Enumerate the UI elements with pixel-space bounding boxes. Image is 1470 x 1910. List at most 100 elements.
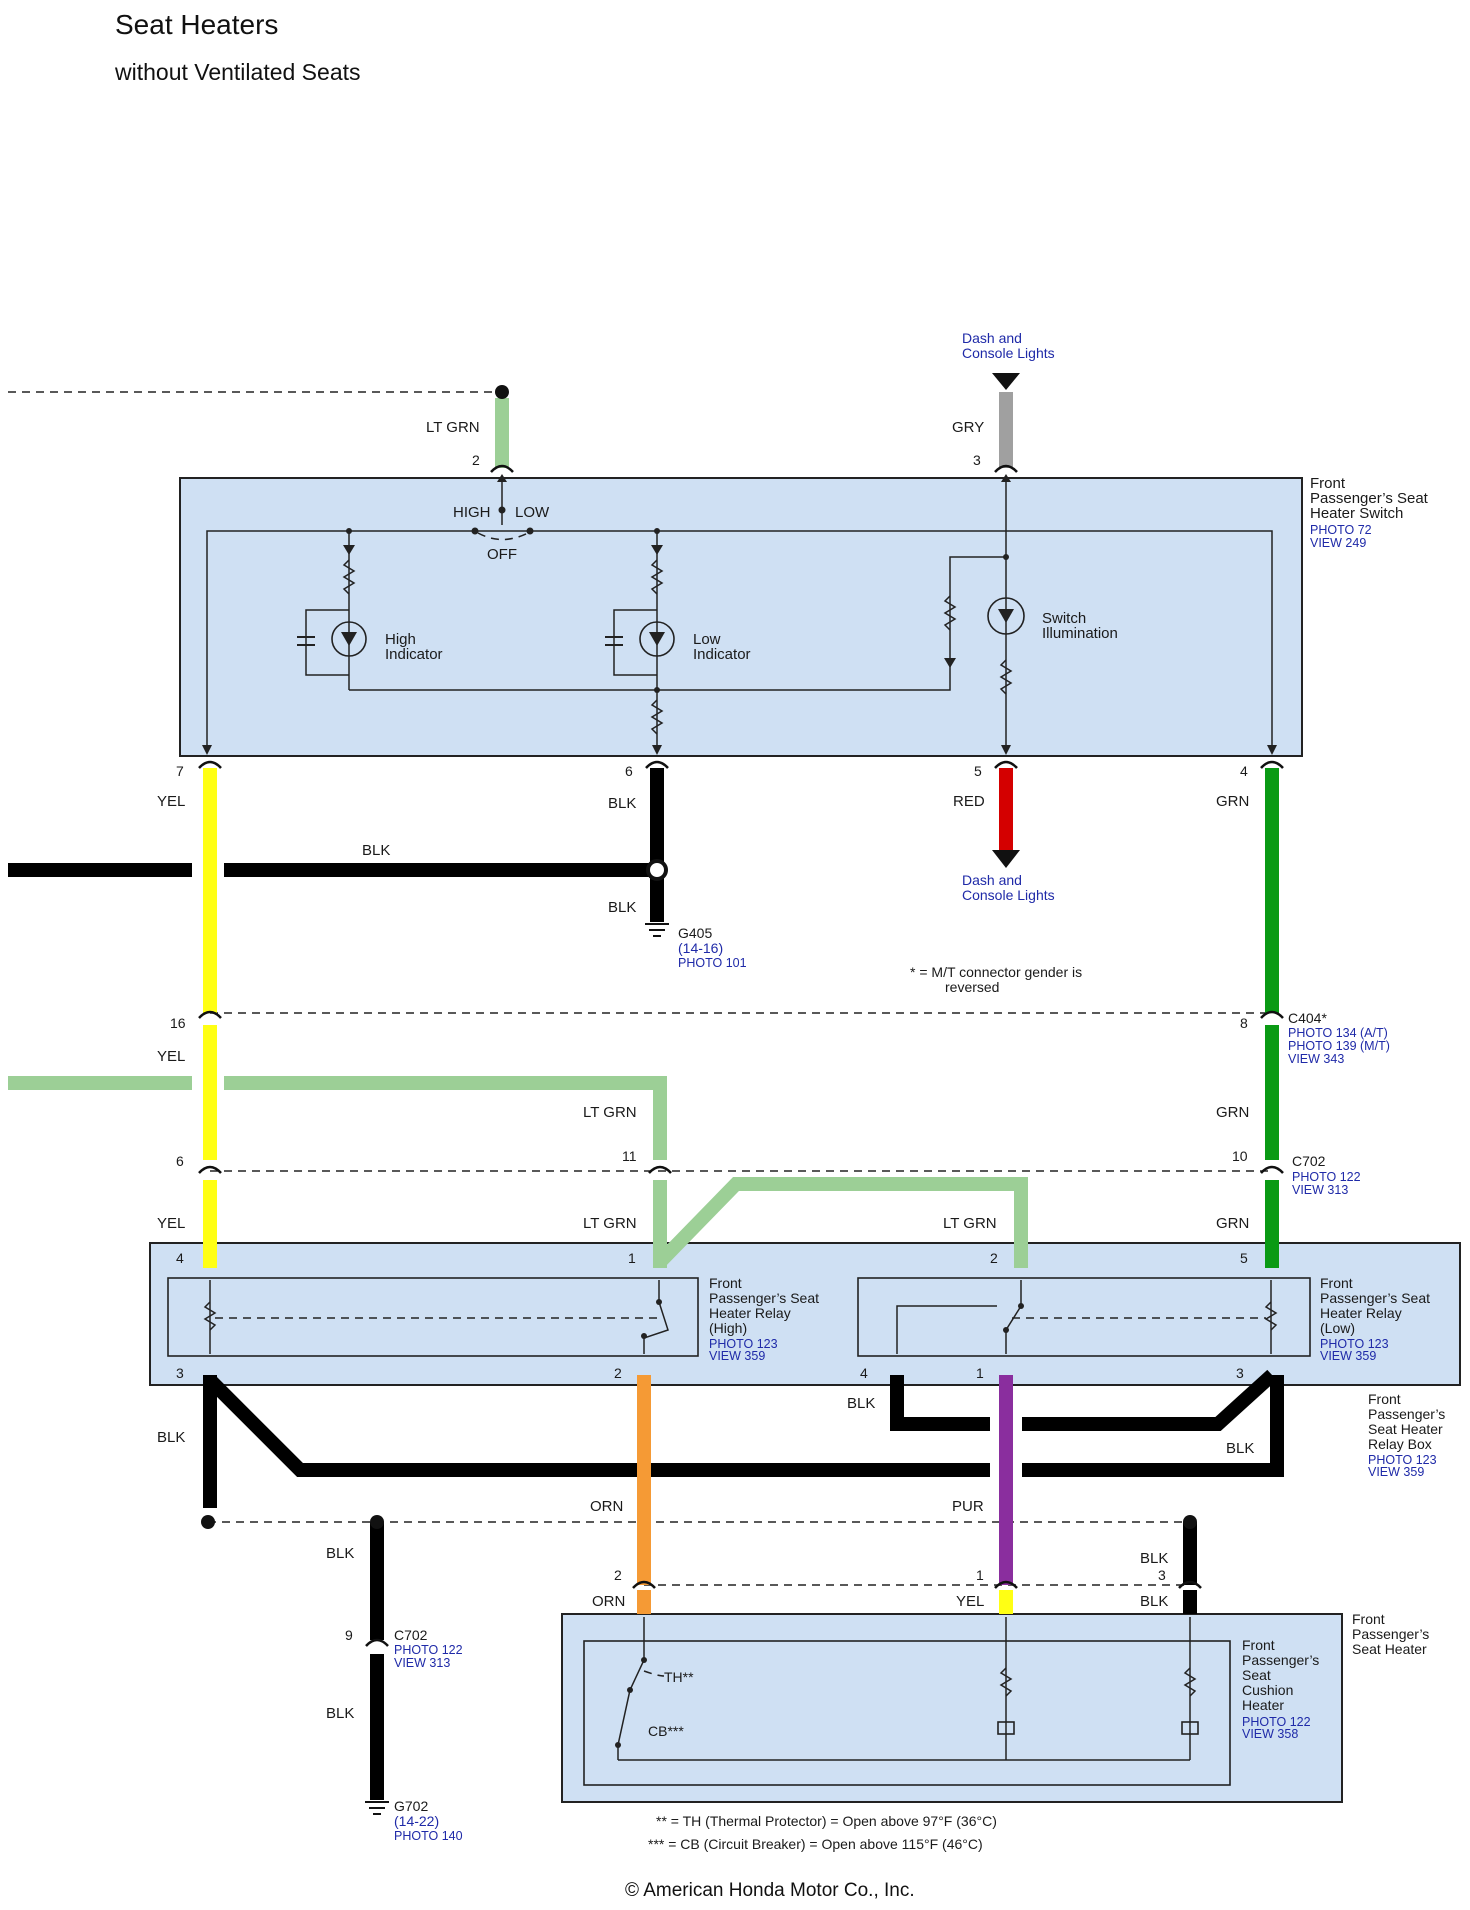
- wire-blk-c702-bot: BLK: [326, 1705, 354, 1722]
- cushion-heater-inner: [583, 1640, 1231, 1786]
- dashed-splices: [8, 391, 1272, 1586]
- pin-c702-11: 11: [622, 1148, 637, 1164]
- pin-sw7: 7: [176, 763, 184, 779]
- switch-internals: [202, 474, 1277, 755]
- pin-sh3: 3: [1158, 1567, 1166, 1583]
- switch-illumination-label: Switch Illumination: [1042, 610, 1118, 642]
- wire-blk-heater-a: BLK: [1140, 1550, 1168, 1567]
- pin-c404-16: 16: [170, 1015, 186, 1031]
- page-subtitle: without Ventilated Seats: [114, 59, 361, 85]
- relay-low-photo: PHOTO 123 VIEW 359: [1320, 1337, 1392, 1363]
- wire-blk-sw6: BLK: [608, 795, 636, 812]
- wire-blk-r4: BLK: [847, 1395, 875, 1412]
- wire-pur: PUR: [952, 1498, 984, 1515]
- wire-yel-d: YEL: [956, 1593, 984, 1610]
- g702-ref: (14-22): [394, 1813, 439, 1829]
- wire-yel-b: YEL: [157, 1048, 185, 1065]
- wires: [8, 392, 1284, 1800]
- wire-ltgrn: [224, 1076, 667, 1160]
- wire-grn-r5: GRN: [1216, 1215, 1249, 1232]
- low-indicator-label: Low Indicator: [693, 631, 751, 663]
- wire-ltgrn-r2: LT GRN: [943, 1215, 997, 1232]
- connector-marks: [198, 373, 1284, 1815]
- wire-ltgrn-mid: LT GRN: [583, 1104, 637, 1121]
- wire-blk: [205, 1375, 990, 1477]
- note-mt: * = M/T connector gender is reversed: [910, 964, 1086, 995]
- dash-lights-bottom: Dash and Console Lights: [962, 872, 1055, 903]
- wire-gry-top: GRY: [952, 419, 984, 436]
- wire-red-sw5: RED: [953, 793, 985, 810]
- relay-high-inner: [167, 1277, 699, 1357]
- relay-low-name: Front Passenger’s Seat Heater Relay (Low…: [1320, 1275, 1434, 1336]
- cushion-heater-photo: PHOTO 122 VIEW 358: [1242, 1715, 1314, 1741]
- pin-sh2: 2: [614, 1567, 622, 1583]
- wire-grn-sw4: GRN: [1216, 793, 1249, 810]
- g405-ref: (14-16): [678, 940, 723, 956]
- relay-high-name: Front Passenger’s Seat Heater Relay (Hig…: [709, 1275, 823, 1336]
- pin-c404-8: 8: [1240, 1015, 1248, 1031]
- g702-photo: PHOTO 140: [394, 1829, 463, 1843]
- c404-photos: PHOTO 134 (A/T) PHOTO 139 (M/T) VIEW 343: [1288, 1026, 1393, 1066]
- c404-label: C404*: [1288, 1010, 1327, 1026]
- pin-rb2b: 2: [614, 1365, 622, 1381]
- pin-rb3a: 3: [176, 1365, 184, 1381]
- high-indicator-label: High Indicator: [385, 631, 443, 663]
- wire-blk-r3: BLK: [1226, 1440, 1254, 1457]
- pin-sh1: 1: [976, 1567, 984, 1583]
- wire-blk-g405: BLK: [608, 899, 636, 916]
- relay-internals: [203, 1280, 1278, 1354]
- switch-name: Front Passenger’s Seat Heater Switch: [1310, 475, 1432, 522]
- pin-sw5: 5: [974, 763, 982, 779]
- ground-g702-icon: [365, 1801, 389, 1815]
- cushion-heater-name: Front Passenger’s Seat Cushion Heater: [1242, 1637, 1323, 1713]
- th-label: TH**: [664, 1669, 694, 1685]
- wire-ltgrn: [654, 1177, 1028, 1268]
- pin-rb1: 1: [628, 1250, 636, 1266]
- ground-g405-icon: [645, 923, 669, 937]
- pin-sw6: 6: [625, 763, 633, 779]
- relay-box-name: Front Passenger’s Seat Heater Relay Box: [1368, 1391, 1449, 1452]
- pin-rb1b: 1: [976, 1365, 984, 1381]
- wire-ltgrn-top: LT GRN: [426, 419, 480, 436]
- wire-blk: [1022, 1369, 1277, 1431]
- cb-label: CB***: [648, 1723, 684, 1739]
- wire-grn-mid: GRN: [1216, 1104, 1249, 1121]
- switch-photo: PHOTO 72 VIEW 249: [1310, 523, 1375, 550]
- pin-sw2: 2: [472, 452, 480, 468]
- wire-blk-c702-top: BLK: [326, 1545, 354, 1562]
- pin-rb2: 2: [990, 1250, 998, 1266]
- g405-label: G405: [678, 925, 712, 941]
- wire-yel-a: YEL: [157, 793, 185, 810]
- g405-photo: PHOTO 101: [678, 956, 747, 970]
- copyright: © American Honda Motor Co., Inc.: [625, 1880, 915, 1901]
- g702-label: G702: [394, 1798, 428, 1814]
- dash-lights-top: Dash and Console Lights: [962, 330, 1055, 361]
- wire-blk-left: BLK: [157, 1429, 185, 1446]
- seat-heater-name: Front Passenger’s Seat Heater: [1352, 1611, 1433, 1657]
- pin-c702-10: 10: [1232, 1148, 1248, 1164]
- wire-blk-heater-b: BLK: [1140, 1593, 1168, 1610]
- relay-box-photo: PHOTO 123 VIEW 359: [1368, 1453, 1440, 1479]
- switch-pos-low: LOW: [515, 504, 550, 521]
- c702-a-label: C702: [1292, 1153, 1326, 1169]
- relay-box: [149, 1242, 1461, 1386]
- relay-high-photo: PHOTO 123 VIEW 359: [709, 1337, 781, 1363]
- c702-b-photo: PHOTO 122 VIEW 313: [394, 1643, 466, 1670]
- wire-blk: [1022, 1375, 1284, 1477]
- switch-pos-off: OFF: [487, 546, 517, 563]
- wire-orn-a: ORN: [590, 1498, 623, 1515]
- pin-c702-9: 9: [345, 1627, 353, 1643]
- seat-heater-box: [561, 1613, 1343, 1803]
- c702-b-label: C702: [394, 1627, 428, 1643]
- wire-ltgrn-r1: LT GRN: [583, 1215, 637, 1232]
- pin-rb5: 5: [1240, 1250, 1248, 1266]
- wire-orn-b: ORN: [592, 1593, 625, 1610]
- pin-sw3: 3: [973, 452, 981, 468]
- wire-blk-horiz: BLK: [362, 842, 390, 859]
- pin-rb3b: 3: [1236, 1365, 1244, 1381]
- note-th: ** = TH (Thermal Protector) = Open above…: [656, 1813, 997, 1829]
- heater-internals: [615, 1617, 1199, 1761]
- page-title: Seat Heaters: [115, 9, 278, 40]
- pin-rb4b: 4: [860, 1365, 868, 1381]
